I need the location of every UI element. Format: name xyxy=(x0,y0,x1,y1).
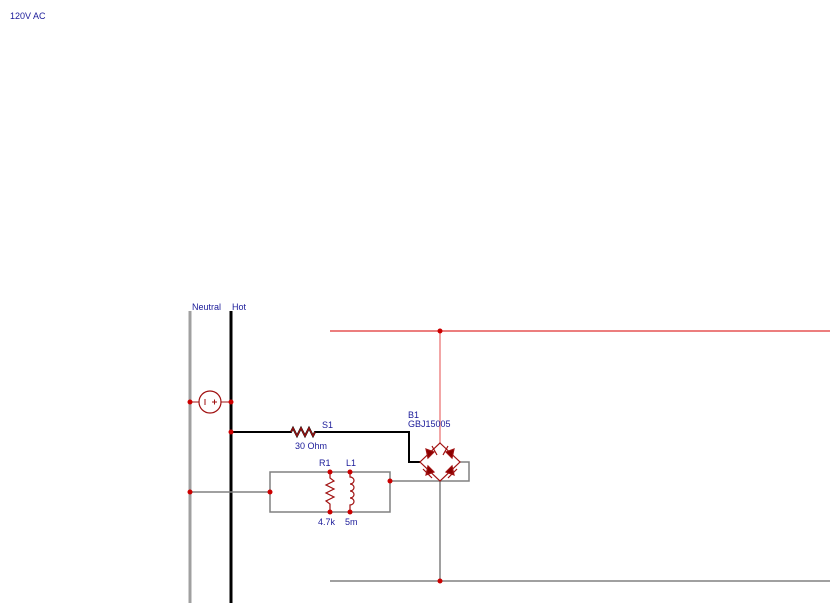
b1-value: GBJ15005 xyxy=(408,419,451,429)
neutral-label: Neutral xyxy=(192,302,221,312)
rl-network[interactable] xyxy=(190,471,440,513)
hot-label: Hot xyxy=(232,302,247,312)
s1-value: 30 Ohm xyxy=(295,441,327,451)
r1-resistor[interactable] xyxy=(324,472,336,512)
b1-bridge-rectifier[interactable] xyxy=(419,442,461,482)
l1-inductor[interactable] xyxy=(349,472,355,512)
bridge-ac-wire[interactable] xyxy=(440,461,470,482)
r1-ref: R1 xyxy=(319,458,331,468)
l1-value: 5m xyxy=(345,517,358,527)
b1-ref: B1 xyxy=(408,410,419,420)
s1-ref: S1 xyxy=(322,420,333,430)
ac-source[interactable] xyxy=(190,390,231,414)
r1-value: 4.7k xyxy=(318,517,336,527)
title-label: 120V AC xyxy=(10,11,46,21)
l1-ref: L1 xyxy=(346,458,356,468)
junction-dots xyxy=(187,328,443,584)
s1-resistor[interactable] xyxy=(231,425,420,463)
